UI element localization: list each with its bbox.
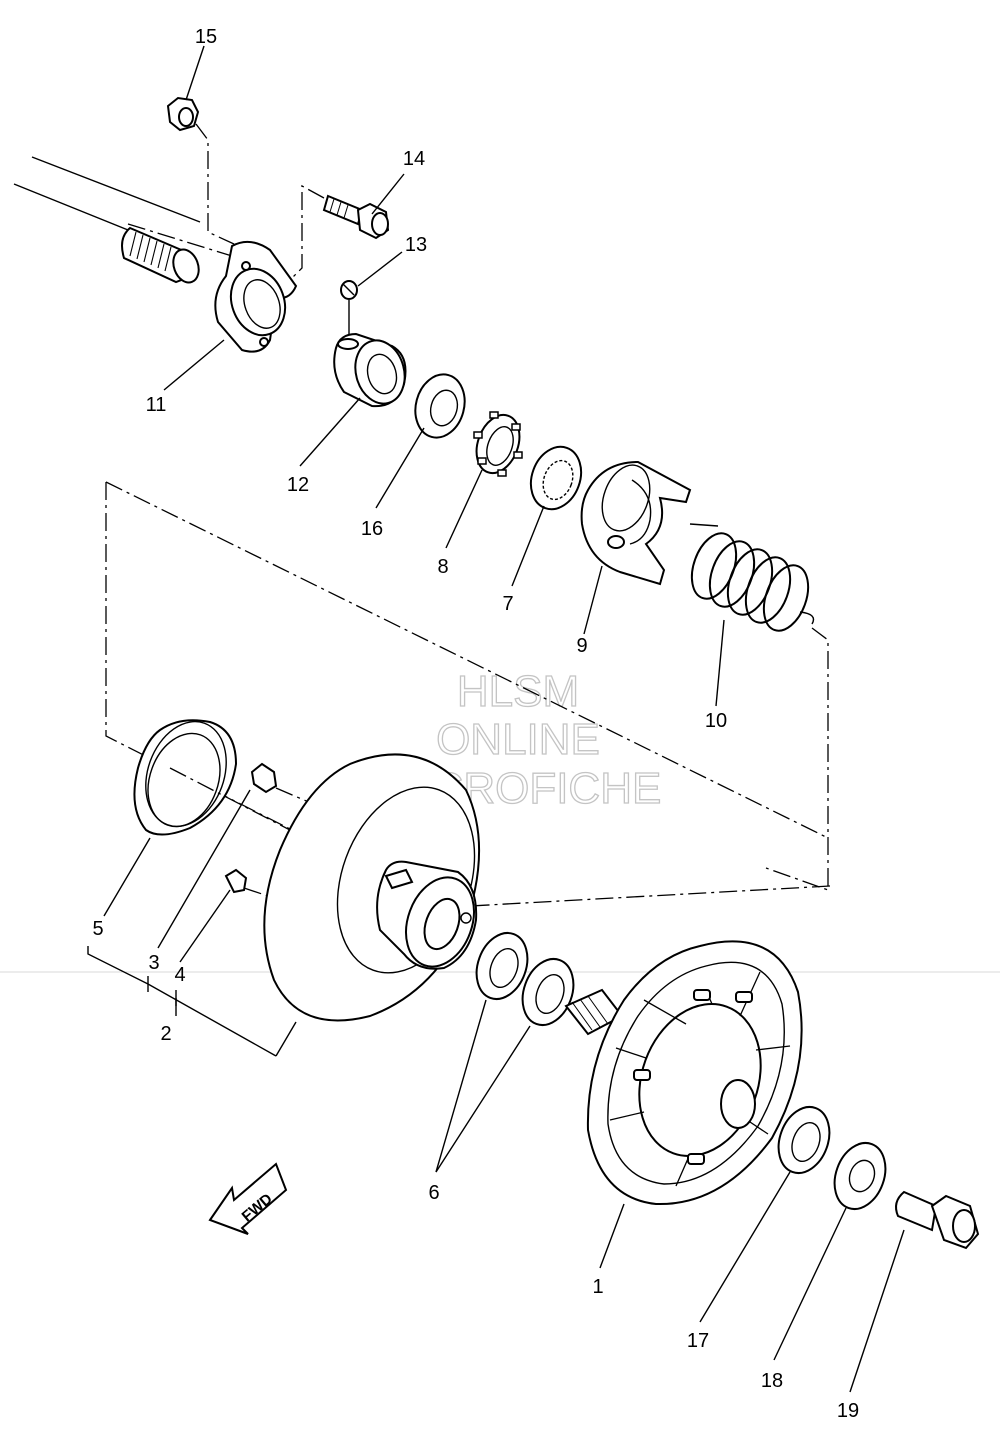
label-3: 3	[148, 952, 159, 974]
spacers-6	[475, 932, 575, 1026]
lock-washer-7	[529, 445, 583, 511]
label-11: 11	[146, 394, 167, 416]
label-1: 1	[592, 1276, 603, 1298]
nut-15	[166, 96, 235, 245]
cam-9	[580, 460, 692, 586]
label-8: 8	[437, 556, 448, 578]
bolt-19	[895, 1190, 980, 1250]
set-screw-13	[340, 280, 358, 336]
leader-lines	[87, 45, 905, 1393]
label-18: 18	[761, 1370, 783, 1392]
svg-text:ONLINE: ONLINE	[436, 715, 600, 764]
svg-text:HLSM: HLSM	[457, 667, 579, 716]
label-4: 4	[174, 964, 185, 986]
toothed-ring-8	[473, 411, 523, 477]
sheave-1	[564, 940, 803, 1206]
label-5: 5	[92, 918, 103, 940]
label-10: 10	[705, 710, 727, 732]
label-17: 17	[687, 1330, 709, 1352]
label-12: 12	[287, 474, 309, 496]
label-15: 15	[195, 26, 217, 48]
ring-5	[133, 719, 291, 836]
part-labels: 15 14 13 11 12 16 8 7 9 10 5 3 4 2 6 1 1…	[92, 26, 859, 1422]
bearing-12	[333, 332, 407, 408]
spring-10	[689, 523, 815, 632]
label-19: 19	[837, 1400, 859, 1422]
sheave-2	[263, 753, 481, 1022]
bolt-14	[285, 184, 390, 285]
washer-17	[777, 1106, 831, 1174]
label-6: 6	[428, 1182, 439, 1204]
fwd-arrow-icon: FWD	[208, 1162, 288, 1235]
washer-18	[833, 1142, 887, 1210]
label-7: 7	[502, 593, 513, 615]
label-13: 13	[405, 234, 427, 256]
bearing-housing-11	[214, 240, 298, 353]
label-14: 14	[403, 148, 425, 170]
washer-16	[414, 373, 466, 439]
shaft	[13, 156, 233, 284]
label-2: 2	[160, 1023, 171, 1045]
assembly-outline	[105, 481, 831, 907]
label-16: 16	[361, 518, 383, 540]
label-9: 9	[576, 635, 587, 657]
